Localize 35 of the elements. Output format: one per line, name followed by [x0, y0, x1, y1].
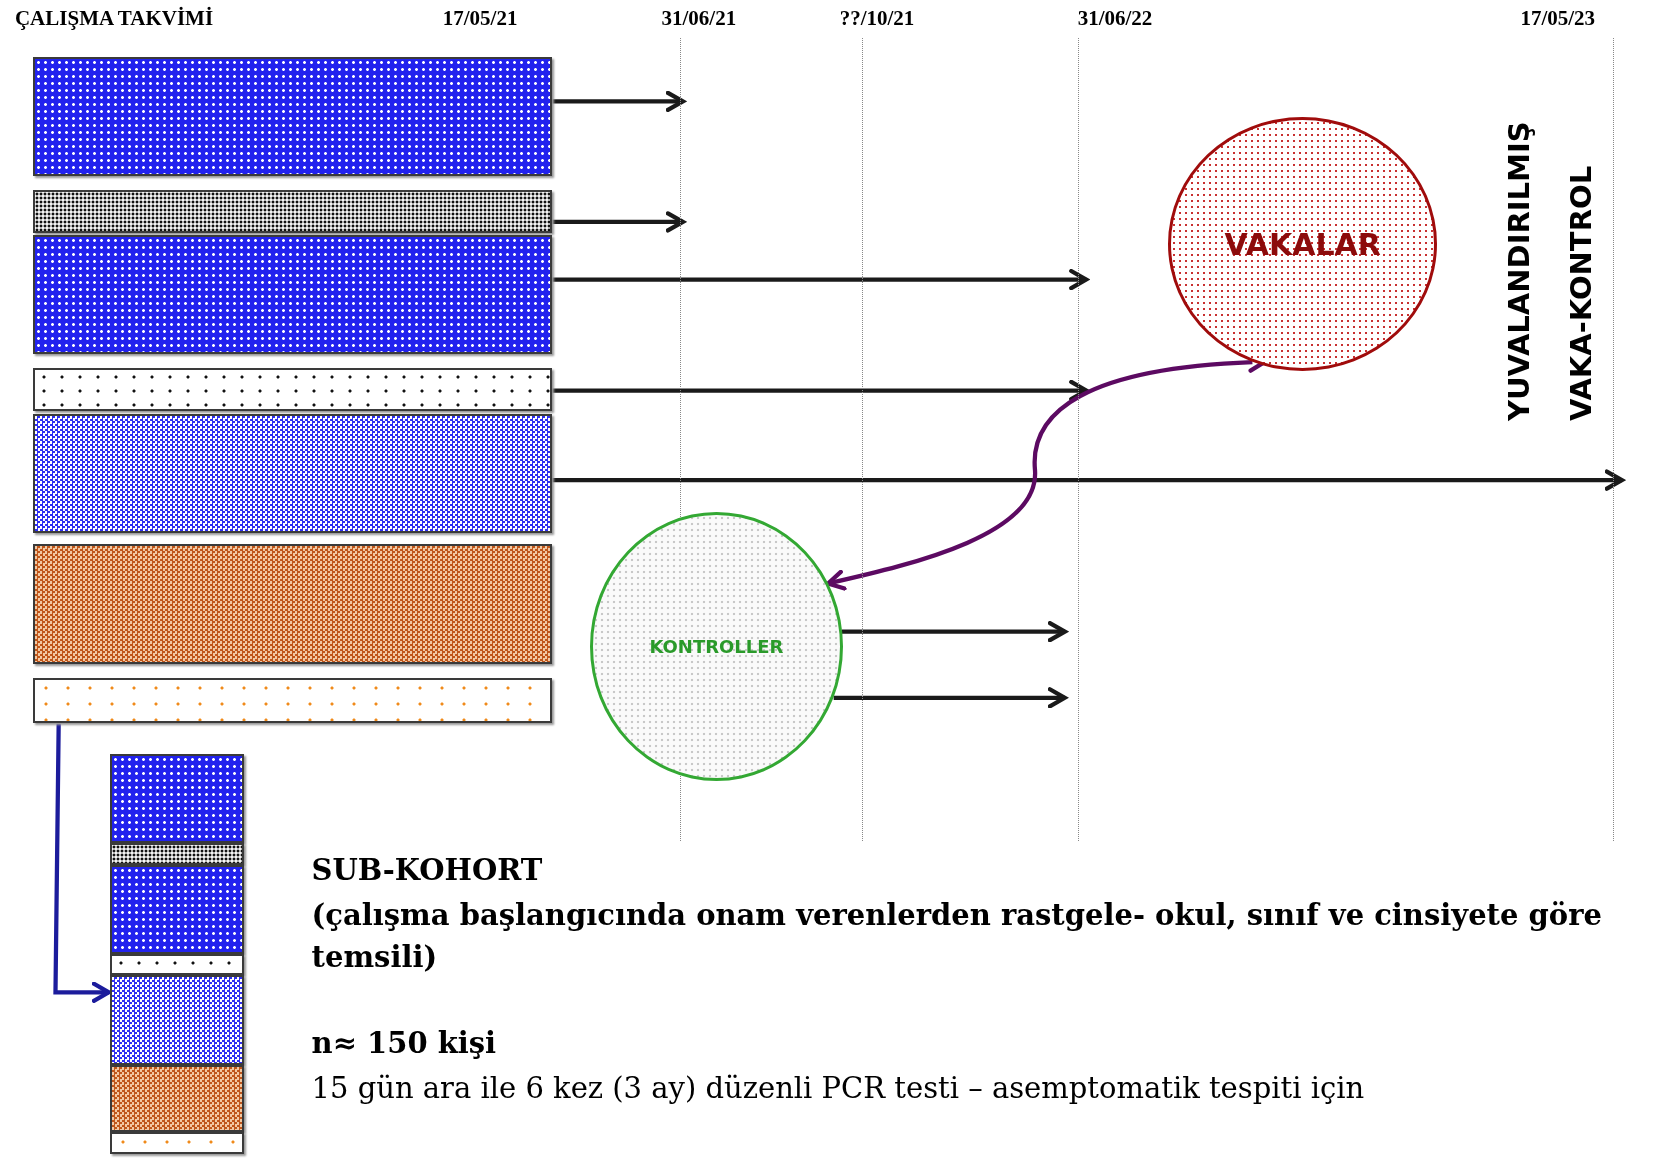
date-label: 31/06/22	[1077, 6, 1153, 32]
vertical-label: YUVALANDIRILMIŞ VAKA-KONTROL	[1501, 120, 1596, 422]
arrow	[551, 211, 685, 233]
bar	[109, 754, 245, 843]
arrow	[551, 469, 1624, 491]
date-label: 31/06/21	[661, 6, 737, 32]
bar	[109, 953, 245, 976]
arrow	[53, 723, 111, 1003]
bar	[33, 413, 552, 534]
arrow	[841, 620, 1067, 643]
bar	[33, 677, 552, 724]
date-label: ??/10/21	[839, 6, 915, 32]
arrow	[551, 268, 1089, 291]
arrow	[833, 687, 1067, 709]
bar	[109, 842, 245, 866]
bar	[33, 56, 552, 177]
bar	[109, 865, 245, 954]
date-label: 17/05/23	[1520, 6, 1596, 32]
heading: ÇALIŞMA TAKVİMİ	[14, 6, 214, 32]
note-text: SUB-KOHORT	[311, 852, 544, 890]
node-label: KONTROLLER	[649, 636, 784, 658]
bar	[33, 544, 552, 664]
bar	[33, 234, 552, 355]
bar	[33, 189, 552, 233]
bar	[109, 1132, 245, 1155]
bar	[109, 975, 245, 1065]
note-text: n≈ 150 kişi	[311, 1025, 498, 1063]
arrow	[551, 379, 1089, 402]
bar	[33, 368, 552, 411]
date-label: 17/05/21	[442, 6, 518, 32]
note-text: 15 gün ara ile 6 kez (3 ay) düzenli PCR testi – asemptomatik tespiti için	[311, 1069, 1366, 1107]
node-label: VAKALAR	[1224, 226, 1381, 262]
bar	[109, 1064, 245, 1133]
arrow	[551, 90, 685, 113]
note-text: (çalışma başlangıcında onam verenlerden rastgele- okul, sınıf ve cinsiyete göre temsili)	[311, 897, 1603, 977]
